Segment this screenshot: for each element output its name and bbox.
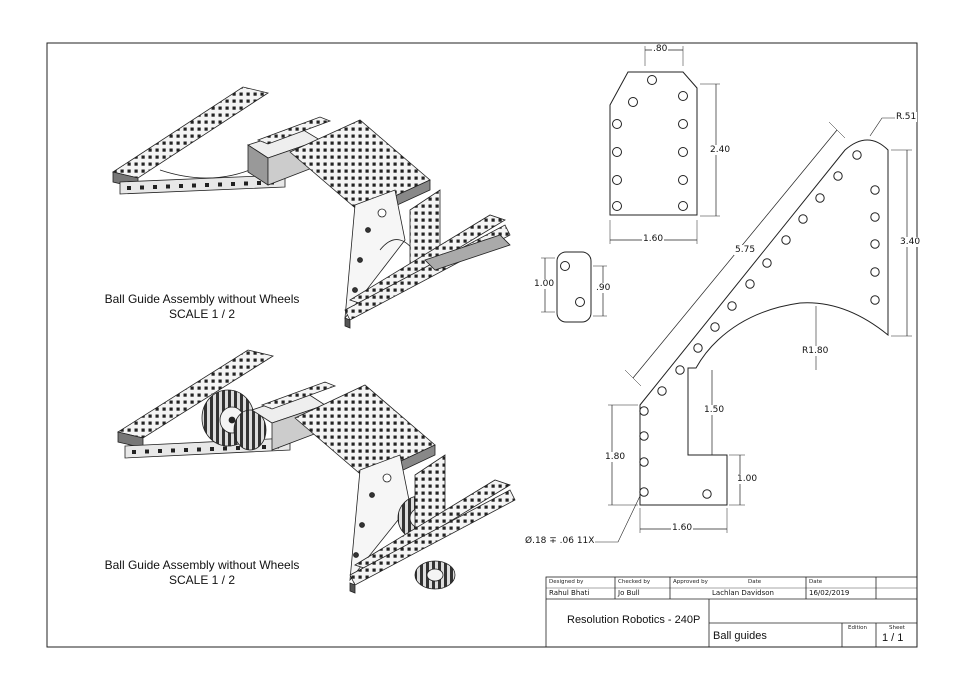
tb-company: Resolution Robotics - 240P xyxy=(567,614,701,626)
tb-checked-by-label: Checked by xyxy=(618,579,651,585)
dim-guide-notch-height: 1.50 xyxy=(703,405,726,415)
dim-guide-length: 5.75 xyxy=(734,245,757,255)
tb-date: 16/02/2019 xyxy=(809,589,850,597)
bottom-view-caption-scale: SCALE 1 / 2 xyxy=(168,573,236,587)
plate-holes xyxy=(612,75,688,211)
sheet-border xyxy=(46,42,918,648)
plate-outline xyxy=(609,71,698,216)
tb-designed-by-label: Designed by xyxy=(549,579,584,585)
dim-guide-arc-radius: R1.80 xyxy=(801,346,830,356)
dim-guide-right-height: 3.40 xyxy=(899,237,922,247)
small-plate-outline xyxy=(556,251,592,323)
dim-guide-bottom-width: 1.60 xyxy=(671,523,694,533)
bottom-view-caption: Ball Guide Assembly without Wheels SCALE… xyxy=(72,558,332,588)
assembly-view-top xyxy=(112,86,511,329)
dim-guide-left-height: 1.80 xyxy=(604,452,627,462)
tb-date-label-1: Date xyxy=(748,579,762,585)
top-view-caption-scale: SCALE 1 / 2 xyxy=(168,307,236,321)
tb-approved-by: Lachlan Davidson xyxy=(712,589,774,597)
ball-guide-outline xyxy=(639,139,889,506)
tb-edition-label: Edition xyxy=(848,625,868,631)
tb-date-label-2: Date xyxy=(809,579,823,585)
dim-small-plate-left: 1.00 xyxy=(533,279,556,289)
tb-approved-by-label: Approved by xyxy=(673,579,708,585)
ball-guide-holes xyxy=(639,150,880,499)
title-block xyxy=(545,576,918,648)
tb-part-name: Ball guides xyxy=(713,630,767,642)
top-view-caption: Ball Guide Assembly without Wheels SCALE… xyxy=(72,292,332,322)
top-view-caption-title: Ball Guide Assembly without Wheels xyxy=(104,292,300,306)
dim-guide-foot-height: 1.00 xyxy=(736,474,759,484)
bottom-view-caption-title: Ball Guide Assembly without Wheels xyxy=(104,558,300,572)
dim-plate-height: 2.40 xyxy=(709,145,732,155)
dim-plate-bottom-width: 1.60 xyxy=(642,234,665,244)
plate-drawing xyxy=(609,46,720,244)
dim-plate-top-width: .80 xyxy=(652,44,669,54)
tb-sheet-label: Sheet xyxy=(889,625,905,631)
dim-guide-tip-radius: R.51 xyxy=(895,112,918,122)
assembly-view-bottom xyxy=(116,349,516,594)
dim-small-plate-right: .90 xyxy=(595,283,612,293)
tb-designed-by: Rahul Bhati xyxy=(549,589,590,597)
tb-checked-by: Jo Bull xyxy=(618,589,640,597)
tb-sheet: 1 / 1 xyxy=(882,632,904,644)
dim-hole-callout: Ø.18 ∓ .06 11X xyxy=(524,536,596,546)
